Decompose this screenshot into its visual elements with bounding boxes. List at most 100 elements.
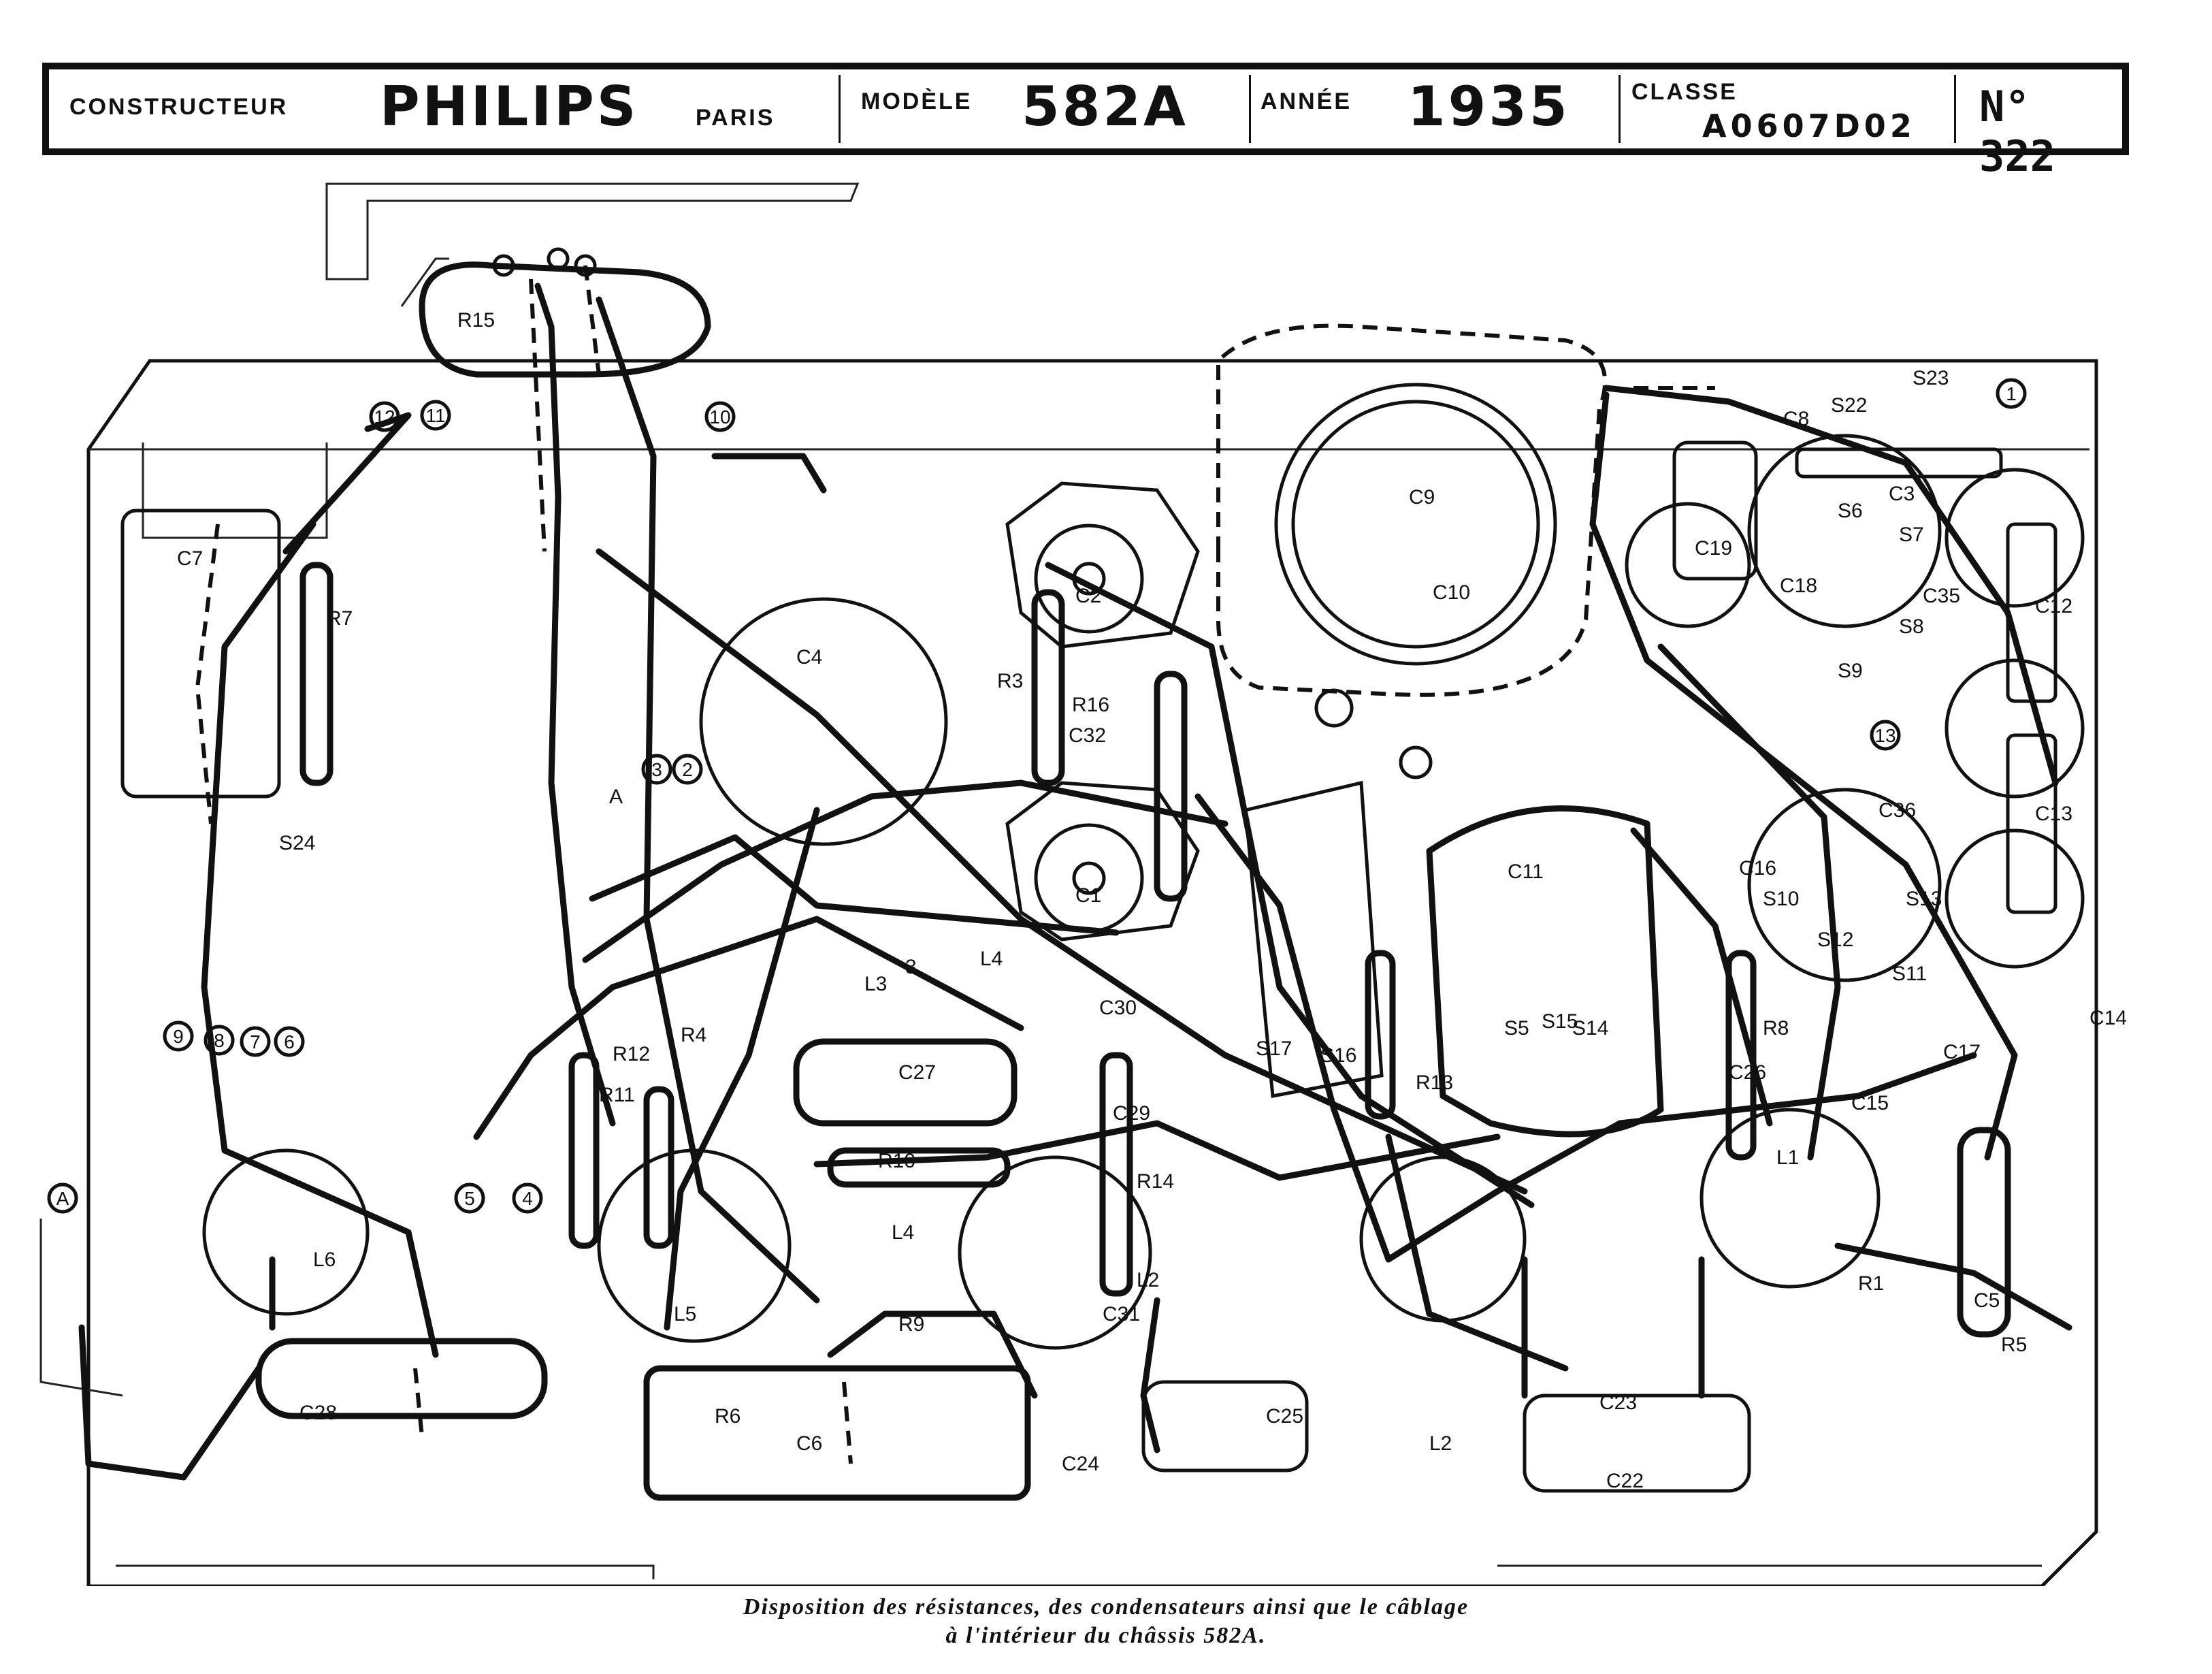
component-label: S10 bbox=[1763, 888, 1799, 910]
terminal-marker bbox=[672, 754, 703, 785]
component-label: C2 bbox=[1075, 585, 1101, 607]
component-label: C35 bbox=[1923, 585, 1960, 607]
component-label: S5 bbox=[1504, 1017, 1529, 1040]
component-label: A bbox=[609, 786, 623, 808]
component-label: R6 bbox=[715, 1405, 741, 1428]
annee-value: 1935 bbox=[1408, 75, 1570, 138]
chassis-outline bbox=[39, 182, 2098, 1586]
component-label: C24 bbox=[1062, 1453, 1099, 1475]
component-label: C13 bbox=[2035, 803, 2072, 825]
component-label: C27 bbox=[898, 1061, 936, 1084]
terminal-marker bbox=[420, 400, 451, 431]
terminal-marker bbox=[204, 1025, 235, 1056]
brand-name: PHILIPS bbox=[380, 75, 639, 138]
numero-value: N° 322 bbox=[1979, 82, 2055, 181]
terminal-markers: 1 2 3 5 4 6 7 8 9 10 11 12 13 A bbox=[47, 378, 2027, 1214]
terminal-label: 2 bbox=[682, 759, 693, 780]
component-label: C10 bbox=[1433, 581, 1470, 604]
terminal-label: 6 bbox=[284, 1031, 295, 1052]
component-label: R15 bbox=[457, 309, 495, 332]
header-divider bbox=[839, 75, 841, 143]
component-label: C6 bbox=[796, 1432, 822, 1455]
component-label: C12 bbox=[2035, 595, 2072, 617]
component-label: C16 bbox=[1739, 857, 1776, 880]
terminal-label: 12 bbox=[374, 406, 395, 428]
component-label: S6 bbox=[1838, 500, 1863, 522]
component-labels: R1 R3 R4 R5 R6 R7 R8 R9 R10 R11 R12 R13 … bbox=[177, 309, 2127, 1492]
component-label: C25 bbox=[1266, 1405, 1303, 1428]
caption-line-2: à l'intérieur du châssis 582A. bbox=[945, 1623, 1267, 1648]
terminal-marker bbox=[240, 1026, 271, 1057]
terminal-marker bbox=[641, 754, 672, 785]
component-label: S15 bbox=[1542, 1010, 1578, 1033]
component-label: C5 bbox=[1974, 1289, 2000, 1312]
component-label: L2 bbox=[1429, 1432, 1452, 1455]
component-label: R1 bbox=[1858, 1272, 1884, 1295]
component-label: R9 bbox=[898, 1313, 924, 1336]
component-label: C19 bbox=[1695, 537, 1732, 560]
terminal-label: 3 bbox=[651, 759, 662, 780]
component-label: C14 bbox=[2089, 1007, 2127, 1029]
component-label: C32 bbox=[1069, 724, 1106, 747]
component-label: S22 bbox=[1831, 394, 1867, 417]
component-label: L2 bbox=[1137, 1269, 1159, 1291]
component-label: R8 bbox=[1763, 1017, 1789, 1040]
terminal-label: 5 bbox=[464, 1188, 475, 1209]
terminal-label: 1 bbox=[2006, 383, 2017, 404]
component-label: C3 bbox=[1889, 483, 1915, 505]
component-label: R14 bbox=[1137, 1170, 1174, 1193]
numero-cell: N° 322 bbox=[1956, 69, 2119, 181]
component-label: C31 bbox=[1103, 1303, 1140, 1325]
caption-line-1: Disposition des résistances, des condens… bbox=[743, 1594, 1469, 1620]
terminal-label: 4 bbox=[522, 1188, 533, 1209]
terminal-marker bbox=[704, 401, 736, 432]
component-label: C28 bbox=[299, 1402, 337, 1424]
constructeur-label: CONSTRUCTEUR bbox=[69, 94, 289, 120]
terminal-label: 10 bbox=[709, 406, 730, 428]
chassis-wiring-diagram: 1 2 3 5 4 6 7 8 9 10 11 12 13 A R1 R3 R4… bbox=[39, 182, 2127, 1586]
terminal-label: 9 bbox=[173, 1026, 184, 1047]
terminal-marker bbox=[512, 1182, 543, 1214]
terminal-marker bbox=[1996, 378, 2027, 409]
component-label: R16 bbox=[1072, 694, 1109, 716]
terminal-marker bbox=[1870, 720, 1901, 751]
component-label: C9 bbox=[1409, 486, 1435, 509]
modele-value: 582A bbox=[1022, 75, 1188, 138]
component-label: C30 bbox=[1099, 997, 1137, 1019]
component-label: C4 bbox=[796, 646, 822, 669]
component-label: S14 bbox=[1572, 1017, 1608, 1040]
header-banner: CONSTRUCTEUR PHILIPS PARIS MODÈLE 582A A… bbox=[42, 63, 2129, 181]
component-label: C18 bbox=[1780, 575, 1817, 597]
terminal-marker bbox=[274, 1026, 305, 1057]
component-label: S8 bbox=[1899, 615, 1924, 638]
component-label: L1 bbox=[1776, 1146, 1799, 1169]
component-label: R13 bbox=[1416, 1072, 1453, 1094]
component-label: S9 bbox=[1838, 660, 1863, 682]
header-divider bbox=[1249, 75, 1251, 143]
component-label: L4 bbox=[980, 948, 1003, 970]
component-label: S24 bbox=[279, 832, 315, 854]
component-label: C29 bbox=[1113, 1102, 1150, 1125]
terminal-marker bbox=[47, 1182, 78, 1214]
component-label: C22 bbox=[1606, 1470, 1644, 1492]
component-label: S12 bbox=[1817, 929, 1853, 951]
annee-label: ANNÉE bbox=[1260, 88, 1352, 114]
component-label: L5 bbox=[674, 1303, 696, 1325]
tuning-capacitor-housing bbox=[1216, 323, 1608, 779]
component-label: S7 bbox=[1899, 524, 1924, 546]
component-label: S11 bbox=[1892, 963, 1927, 985]
component-label: R5 bbox=[2001, 1334, 2027, 1356]
component-label: S16 bbox=[1320, 1044, 1356, 1067]
component-label: C11 bbox=[1508, 860, 1544, 883]
component-label: R11 bbox=[599, 1084, 635, 1106]
modele-label: MODÈLE bbox=[861, 88, 973, 114]
chassis-components bbox=[120, 440, 2058, 1501]
classe-label: CLASSE bbox=[1631, 79, 1738, 105]
component-label: R7 bbox=[327, 607, 353, 630]
component-label: L4 bbox=[892, 1221, 914, 1244]
component-label: L3 bbox=[864, 973, 887, 995]
component-label: R12 bbox=[613, 1043, 650, 1065]
component-label: S17 bbox=[1256, 1037, 1292, 1060]
component-label: R3 bbox=[997, 670, 1023, 692]
component-label: C7 bbox=[177, 547, 203, 570]
